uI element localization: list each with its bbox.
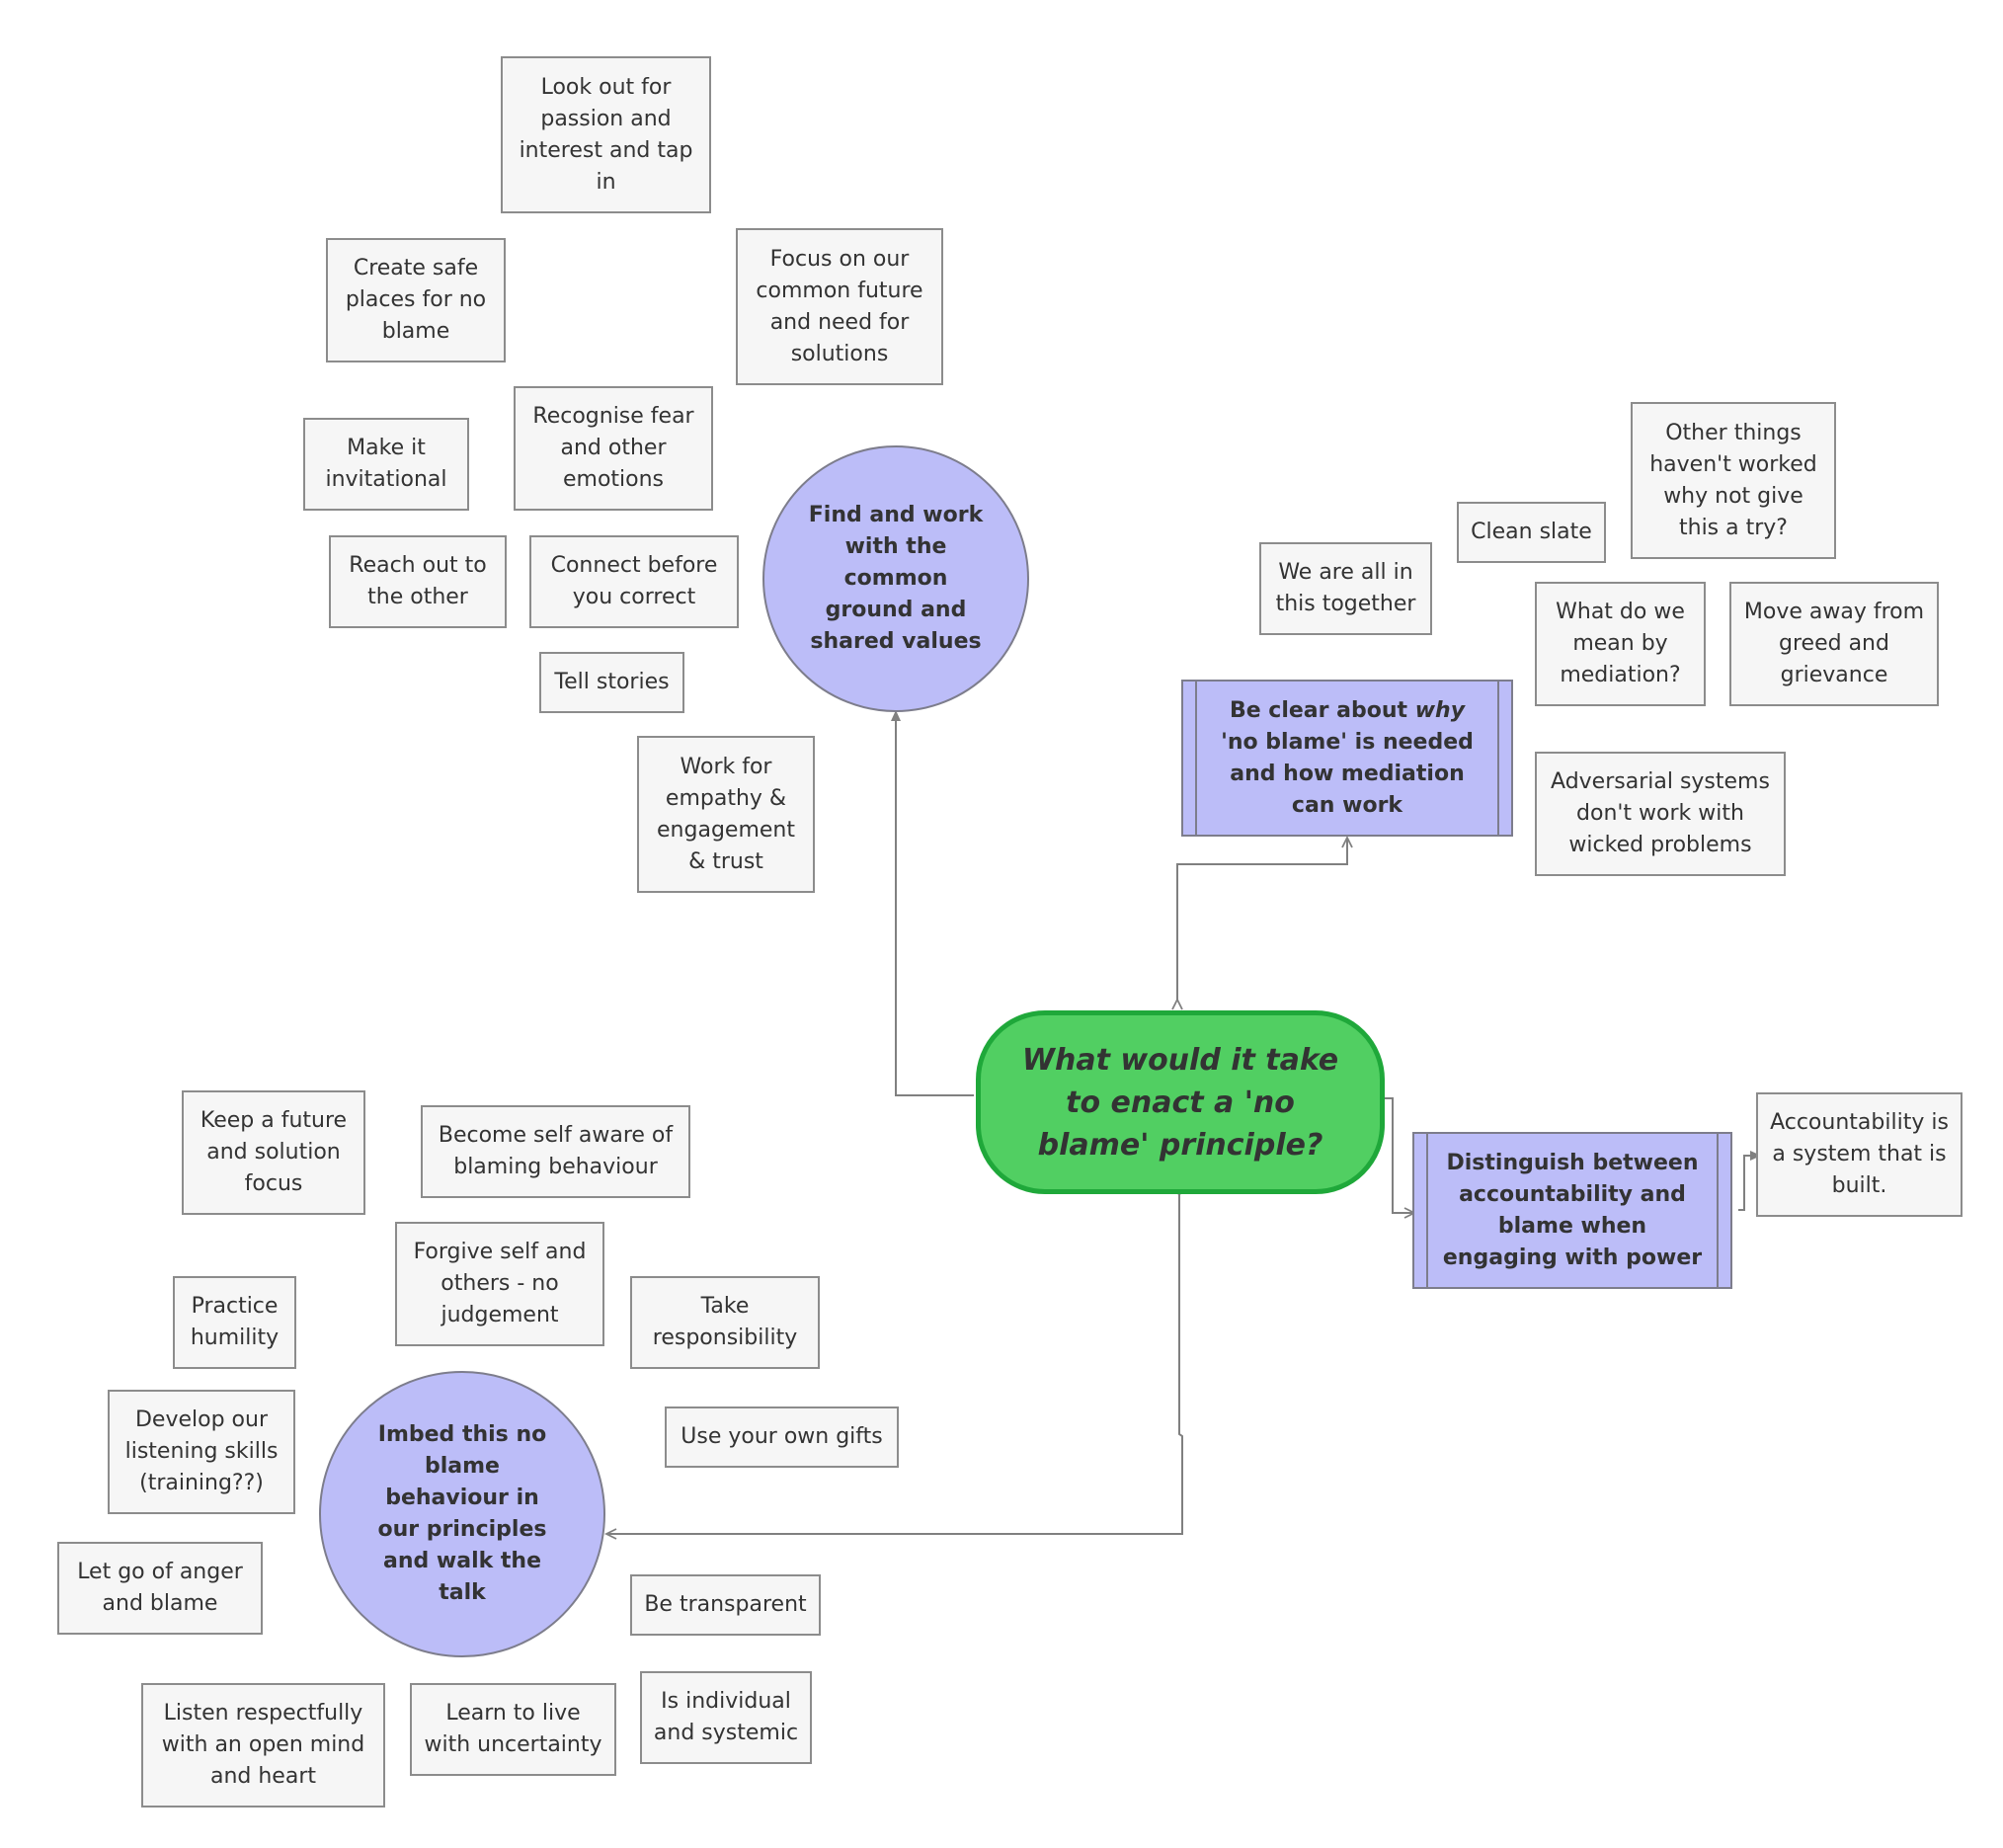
central-topic-label: What would it take to enact a 'no blame'… xyxy=(1021,1042,1339,1163)
note-move-away-from-greed[interactable]: Move away from greed and grievance xyxy=(1729,582,1939,706)
topic-be-clear-label: Be clear about why 'no blame' is needed … xyxy=(1221,697,1474,818)
note-reach-out[interactable]: Reach out to the other xyxy=(329,535,507,628)
note-be-transparent[interactable]: Be transparent xyxy=(630,1574,821,1636)
note-label: Accountability is a system that is built… xyxy=(1770,1110,1949,1198)
note-label: Listen respectfully with an open mind an… xyxy=(161,1701,365,1789)
note-label: Become self aware of blaming behaviour xyxy=(438,1123,674,1179)
note-take-responsibility[interactable]: Take responsibility xyxy=(630,1276,820,1369)
note-work-for-empathy[interactable]: Work for empathy & engagement & trust xyxy=(637,736,815,893)
note-other-things[interactable]: Other things haven't worked why not give… xyxy=(1631,402,1836,559)
note-label: Look out for passion and interest and ta… xyxy=(519,74,693,195)
note-create-safe-places[interactable]: Create safe places for no blame xyxy=(326,238,506,362)
note-listen-respectfully[interactable]: Listen respectfully with an open mind an… xyxy=(141,1683,385,1808)
note-label: Clean slate xyxy=(1471,520,1592,544)
note-practice-humility[interactable]: Practice humility xyxy=(173,1276,296,1369)
note-accountability-system[interactable]: Accountability is a system that is built… xyxy=(1756,1092,1963,1217)
topic-imbed-label: Imbed this no blame behaviour in our pri… xyxy=(377,1422,547,1605)
note-let-go-of-anger[interactable]: Let go of anger and blame xyxy=(57,1542,263,1635)
note-label: Connect before you correct xyxy=(550,553,718,609)
note-label: Create safe places for no blame xyxy=(345,256,487,344)
note-adversarial-systems[interactable]: Adversarial systems don't work with wick… xyxy=(1535,752,1786,876)
note-label: We are all in this together xyxy=(1275,560,1416,616)
topic-common-ground-label: Find and work with the common ground and… xyxy=(808,503,984,654)
topic-common-ground[interactable]: Find and work with the common ground and… xyxy=(762,445,1029,712)
connector-common-ground xyxy=(891,710,974,1096)
note-forgive-self[interactable]: Forgive self and others - no judgement xyxy=(395,1222,604,1346)
note-label: Be transparent xyxy=(644,1592,807,1617)
topic-be-clear[interactable]: Be clear about why 'no blame' is needed … xyxy=(1181,680,1513,837)
note-label: Focus on our common future and need for … xyxy=(756,246,923,366)
note-label: Develop our listening skills (training??… xyxy=(124,1407,279,1495)
note-use-your-gifts[interactable]: Use your own gifts xyxy=(665,1406,899,1468)
connector-imbed xyxy=(603,1184,1185,1540)
note-label: Learn to live with uncertainty xyxy=(424,1701,602,1757)
connector-be-clear xyxy=(1171,835,1353,1010)
note-clean-slate[interactable]: Clean slate xyxy=(1457,502,1606,563)
note-label: Is individual and systemic xyxy=(653,1689,799,1745)
note-label: Forgive self and others - no judgement xyxy=(413,1240,587,1327)
note-label: Work for empathy & engagement & trust xyxy=(657,754,795,874)
note-label: Take responsibility xyxy=(652,1294,798,1350)
note-what-is-mediation[interactable]: What do we mean by mediation? xyxy=(1535,582,1706,706)
note-label: What do we mean by mediation? xyxy=(1556,600,1685,687)
topic-distinguish-label: Distinguish between accountability and b… xyxy=(1442,1150,1703,1270)
topic-imbed[interactable]: Imbed this no blame behaviour in our pri… xyxy=(319,1371,605,1657)
note-connect-before-correct[interactable]: Connect before you correct xyxy=(529,535,739,628)
note-all-in-this-together[interactable]: We are all in this together xyxy=(1259,542,1432,635)
note-self-aware-blaming[interactable]: Become self aware of blaming behaviour xyxy=(421,1105,690,1198)
topic-distinguish[interactable]: Distinguish between accountability and b… xyxy=(1412,1132,1732,1289)
note-label: Let go of anger and blame xyxy=(77,1560,243,1616)
note-label: Reach out to the other xyxy=(349,553,487,609)
note-make-it-invitational[interactable]: Make it invitational xyxy=(303,418,469,511)
note-label: Other things haven't worked why not give… xyxy=(1649,420,1817,540)
note-look-out-for-passion[interactable]: Look out for passion and interest and ta… xyxy=(501,56,711,213)
note-label: Recognise fear and other emotions xyxy=(532,404,694,492)
note-label: Move away from greed and grievance xyxy=(1743,600,1925,687)
note-label: Tell stories xyxy=(554,670,670,694)
connector-distinguish xyxy=(1374,1092,1417,1219)
note-label: Use your own gifts xyxy=(681,1424,883,1449)
note-individual-systemic[interactable]: Is individual and systemic xyxy=(640,1671,812,1764)
note-develop-listening[interactable]: Develop our listening skills (training??… xyxy=(108,1390,295,1514)
note-tell-stories[interactable]: Tell stories xyxy=(539,652,684,713)
note-label: Practice humility xyxy=(190,1294,280,1350)
note-label: Keep a future and solution focus xyxy=(200,1108,348,1196)
note-recognise-fear[interactable]: Recognise fear and other emotions xyxy=(514,386,713,511)
central-topic[interactable]: What would it take to enact a 'no blame'… xyxy=(976,1010,1385,1194)
note-live-with-uncertainty[interactable]: Learn to live with uncertainty xyxy=(410,1683,616,1776)
connector-accountability xyxy=(1738,1151,1761,1211)
note-label: Make it invitational xyxy=(325,436,447,492)
note-focus-common-future[interactable]: Focus on our common future and need for … xyxy=(736,228,943,385)
note-future-solution-focus[interactable]: Keep a future and solution focus xyxy=(182,1090,365,1215)
note-label: Adversarial systems don't work with wick… xyxy=(1551,769,1770,857)
